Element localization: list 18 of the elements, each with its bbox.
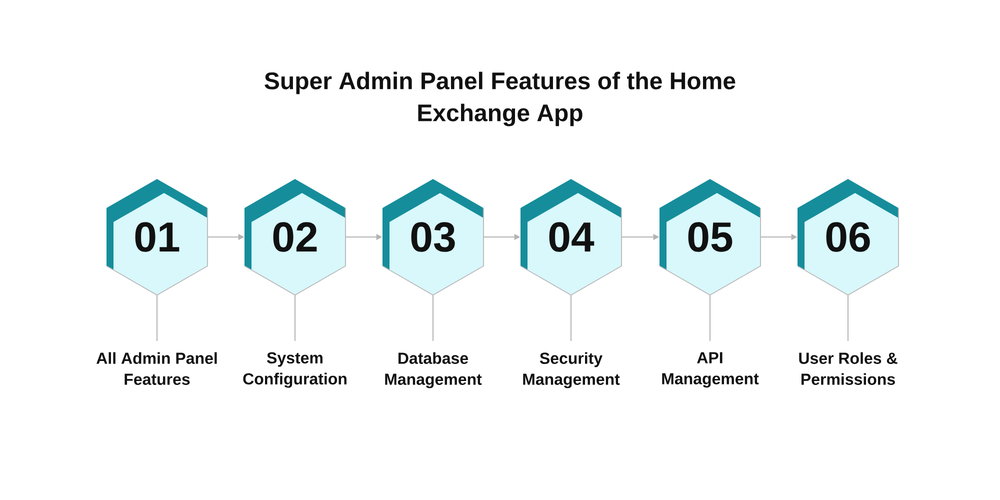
step-label: All Admin Panel Features xyxy=(96,352,217,385)
leader-line xyxy=(156,294,158,342)
step-label: Security Management xyxy=(523,352,620,388)
step-hexagon: 05 xyxy=(659,179,761,296)
step-hexagon: 03 xyxy=(382,179,484,296)
step-label: System Configuration xyxy=(243,352,346,388)
leader-line xyxy=(848,294,849,342)
step-label: Database Management xyxy=(385,352,482,388)
step-hexagon: 02 xyxy=(244,179,346,296)
step-hexagon: 06 xyxy=(797,179,900,296)
leader-line xyxy=(570,294,572,342)
leader-line xyxy=(294,294,296,342)
step-label: API Management xyxy=(662,352,759,388)
step-label: User Roles & Permissions xyxy=(799,352,898,385)
title: Super Admin Panel Features of the Home Exchange App xyxy=(264,72,736,126)
step-hexagon: 01 xyxy=(106,179,208,296)
leader-line xyxy=(432,294,434,342)
step-hexagon: 04 xyxy=(520,179,622,296)
